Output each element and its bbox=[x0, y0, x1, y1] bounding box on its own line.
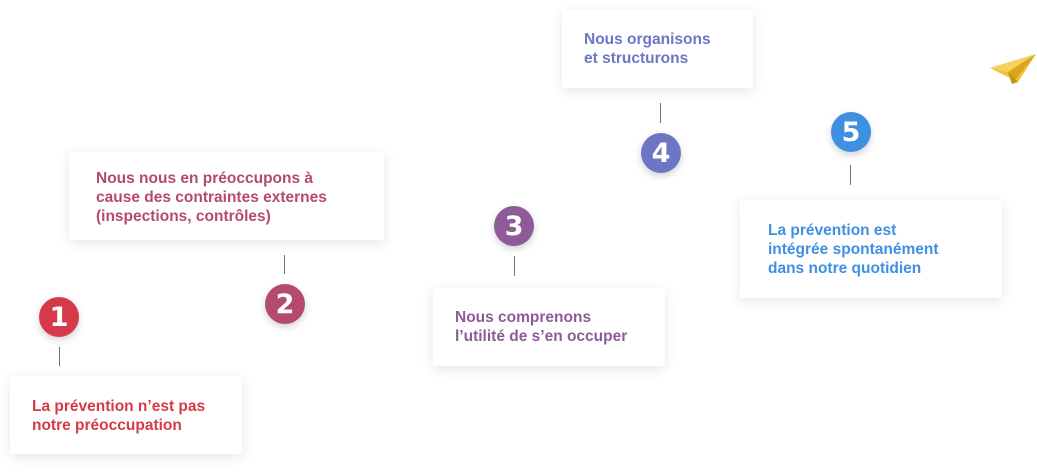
step-4-text-line-2: et structurons bbox=[584, 50, 689, 67]
step-4-card: Nous organisons et structurons bbox=[562, 10, 753, 88]
step-2-text-line-3: (inspections, contrôles) bbox=[96, 208, 271, 225]
step-1-text-line-1: La prévention n’est pas bbox=[32, 398, 206, 415]
step-3-number-badge: 3 bbox=[494, 206, 534, 246]
step-5-card: La prévention est intégrée spontanément … bbox=[740, 200, 1002, 298]
step-1-text-line-2: notre préoccupation bbox=[32, 417, 182, 434]
step-2-card: Nous nous en préoccupons à cause des con… bbox=[69, 152, 384, 240]
step-1-number-badge: 1 bbox=[39, 297, 79, 337]
step-2-text-line-2: cause des contraintes externes bbox=[96, 189, 327, 206]
step-4-number-badge: 4 bbox=[641, 133, 681, 173]
step-5-text-line-3: dans notre quotidien bbox=[768, 260, 922, 277]
step-2-number-badge: 2 bbox=[265, 284, 305, 324]
step-5-number-badge: 5 bbox=[831, 112, 871, 152]
step-2-text-line-1: Nous nous en préoccupons à bbox=[96, 170, 314, 187]
step-1-connector bbox=[59, 347, 60, 366]
step-4-text-line-1: Nous organisons bbox=[584, 31, 711, 48]
step-3-text-line-1: Nous comprenons bbox=[455, 309, 592, 326]
step-2-connector bbox=[284, 255, 285, 274]
step-1-card: La prévention n’est pas notre préoccupat… bbox=[10, 376, 242, 454]
step-3-connector bbox=[514, 256, 515, 276]
step-3-card: Nous comprenons l’utilité de s’en occupe… bbox=[433, 288, 665, 366]
step-5-connector bbox=[850, 165, 851, 185]
step-3-text-line-2: l’utilité de s’en occuper bbox=[455, 328, 628, 345]
step-4-connector bbox=[660, 103, 661, 123]
step-5-text-line-2: intégrée spontanément bbox=[768, 241, 939, 258]
step-5-text-line-1: La prévention est bbox=[768, 222, 897, 239]
paper-plane-icon bbox=[990, 54, 1036, 84]
